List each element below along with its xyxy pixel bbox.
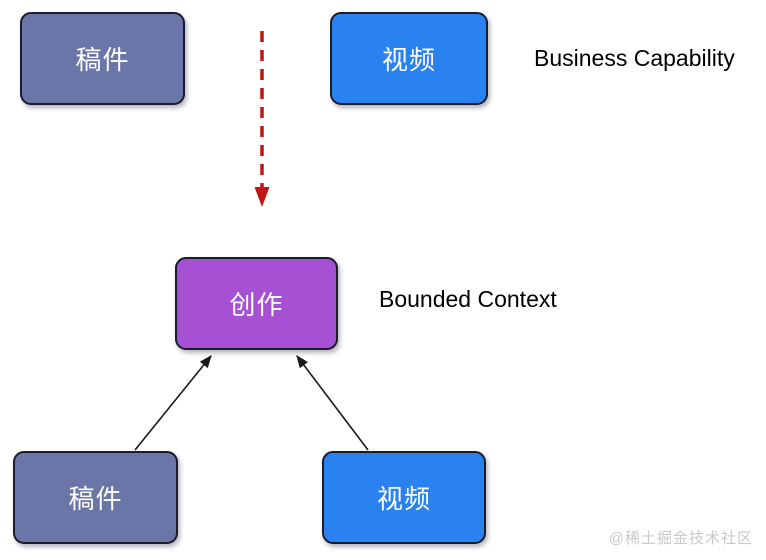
mapping-arrow-dashed-head-icon: [254, 187, 270, 207]
flow-arrow-left: [134, 355, 212, 451]
context-box-creation-label: 创作: [229, 290, 284, 320]
flow-arrow-right: [296, 354, 369, 451]
bounded-context-heading: Bounded Context: [379, 286, 557, 312]
business-capability-heading: Business Capability: [534, 45, 735, 71]
context-box-creation: 创作: [175, 257, 338, 350]
watermark: @稀土掘金技术社区: [608, 530, 753, 547]
entity-box-draft: 稿件: [13, 451, 178, 544]
entity-box-video: 视频: [322, 451, 486, 544]
entity-box-draft-label: 稿件: [68, 484, 123, 514]
entity-box-video-label: 视频: [376, 484, 431, 514]
capability-box-video: 视频: [330, 12, 488, 105]
capability-box-draft-label: 稿件: [75, 45, 130, 75]
capability-box-draft: 稿件: [20, 12, 185, 105]
capability-box-video-label: 视频: [381, 45, 436, 75]
